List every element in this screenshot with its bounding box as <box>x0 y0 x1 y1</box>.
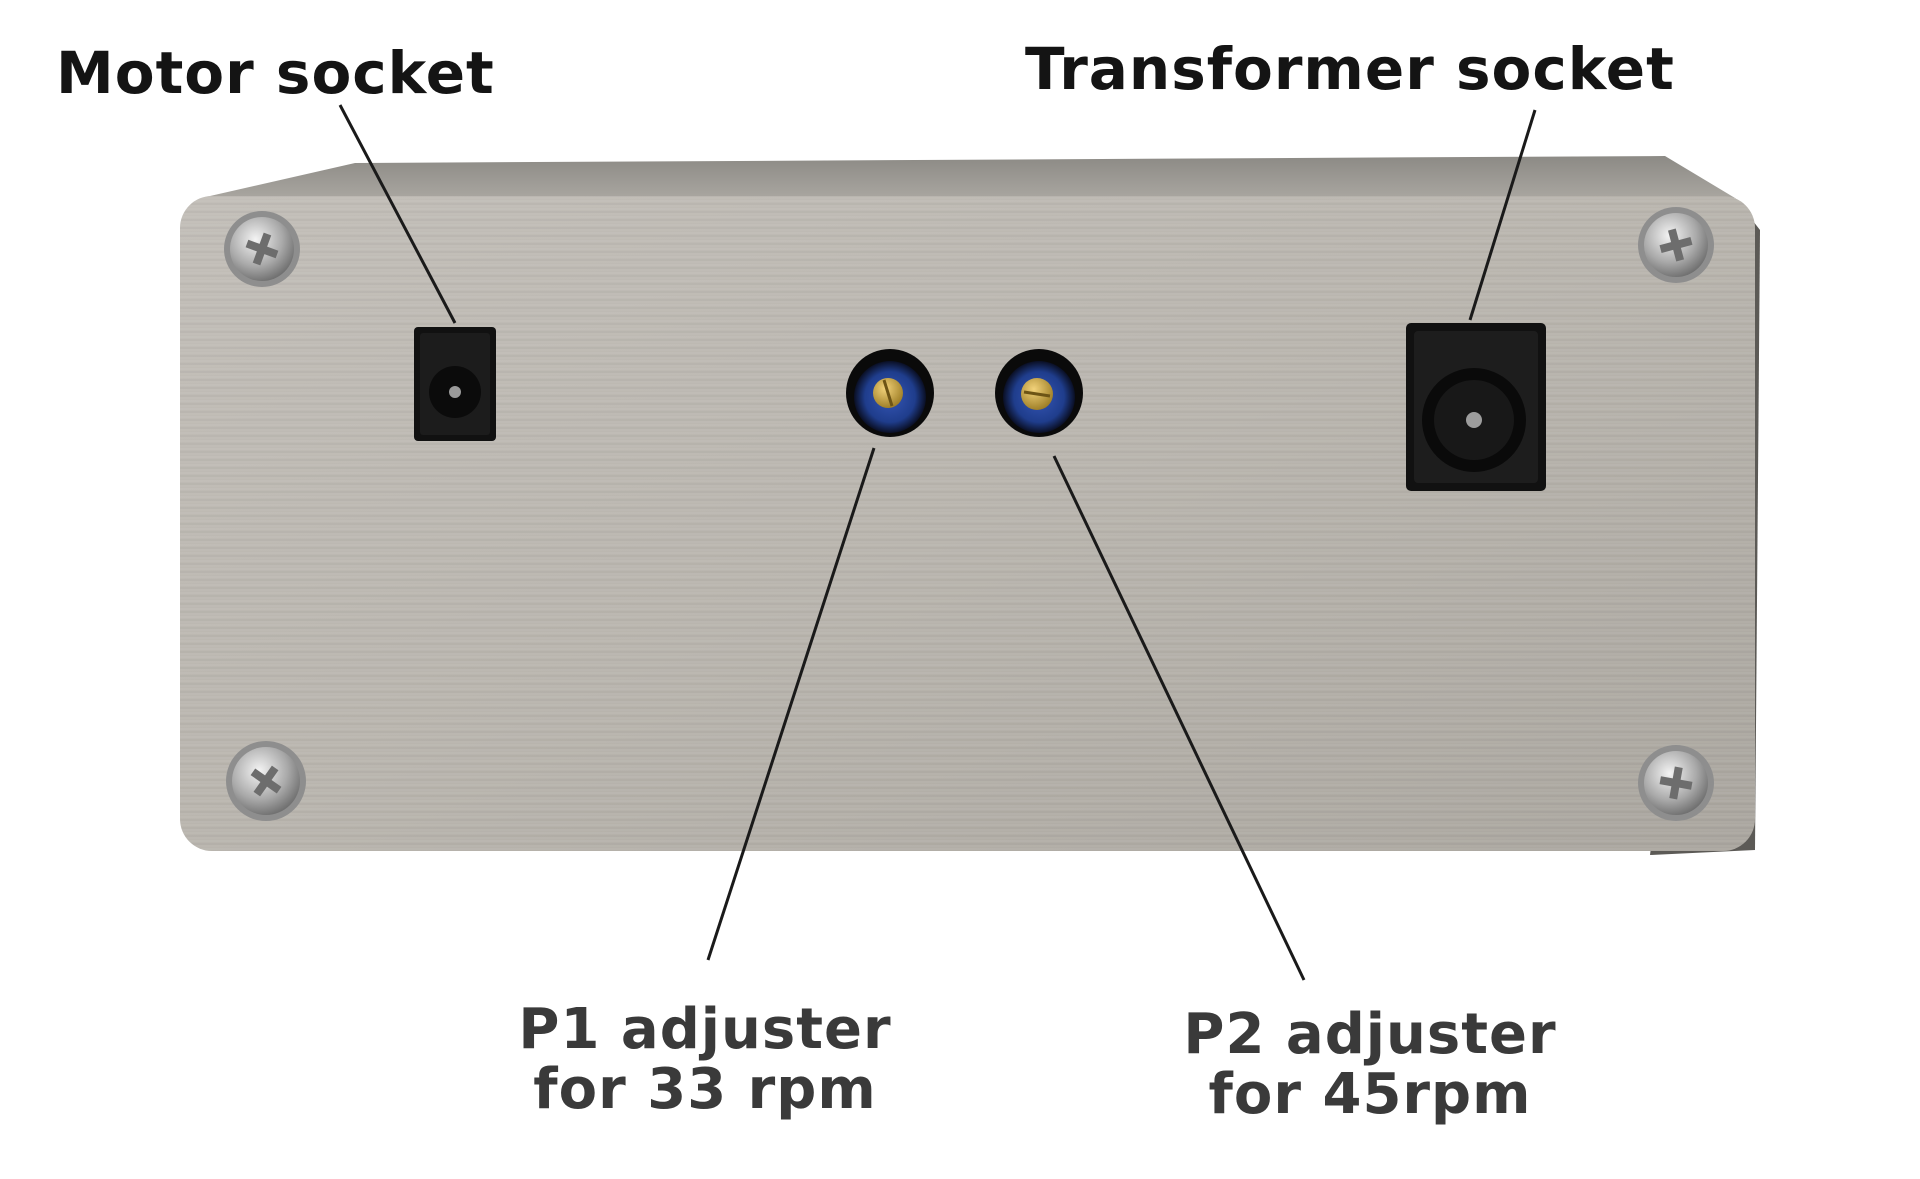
screw-icon <box>1638 207 1714 283</box>
motor-socket-label: Motor socket <box>56 39 495 107</box>
p2-adjuster-label-line1: P2 adjuster <box>1183 1002 1557 1067</box>
p2-adjuster-label-line2: for 45rpm <box>1208 1062 1532 1127</box>
transformer-socket-leader <box>1468 109 1537 321</box>
motor-socket-leader <box>338 104 457 324</box>
p2-adjuster-icon <box>995 349 1083 437</box>
p1-adjuster-icon <box>846 349 934 437</box>
motor-socket-icon <box>414 327 496 441</box>
screw-icon <box>1638 745 1714 821</box>
p1-adjuster-label-line2: for 33 rpm <box>533 1057 877 1122</box>
transformer-socket-icon <box>1406 323 1546 491</box>
screw-icon <box>226 741 306 821</box>
p1-adjuster-label-line1: P1 adjuster <box>518 997 892 1062</box>
p1-adjuster-label: P1 adjuster for 33 rpm <box>465 1000 945 1120</box>
transformer-socket-label: Transformer socket <box>1025 35 1675 103</box>
p1-adjuster-leader <box>706 447 876 961</box>
enclosure-top-face <box>210 156 1735 198</box>
p2-adjuster-label: P2 adjuster for 45rpm <box>1130 1005 1610 1125</box>
screw-icon <box>224 211 300 287</box>
p2-adjuster-leader <box>1052 455 1306 981</box>
